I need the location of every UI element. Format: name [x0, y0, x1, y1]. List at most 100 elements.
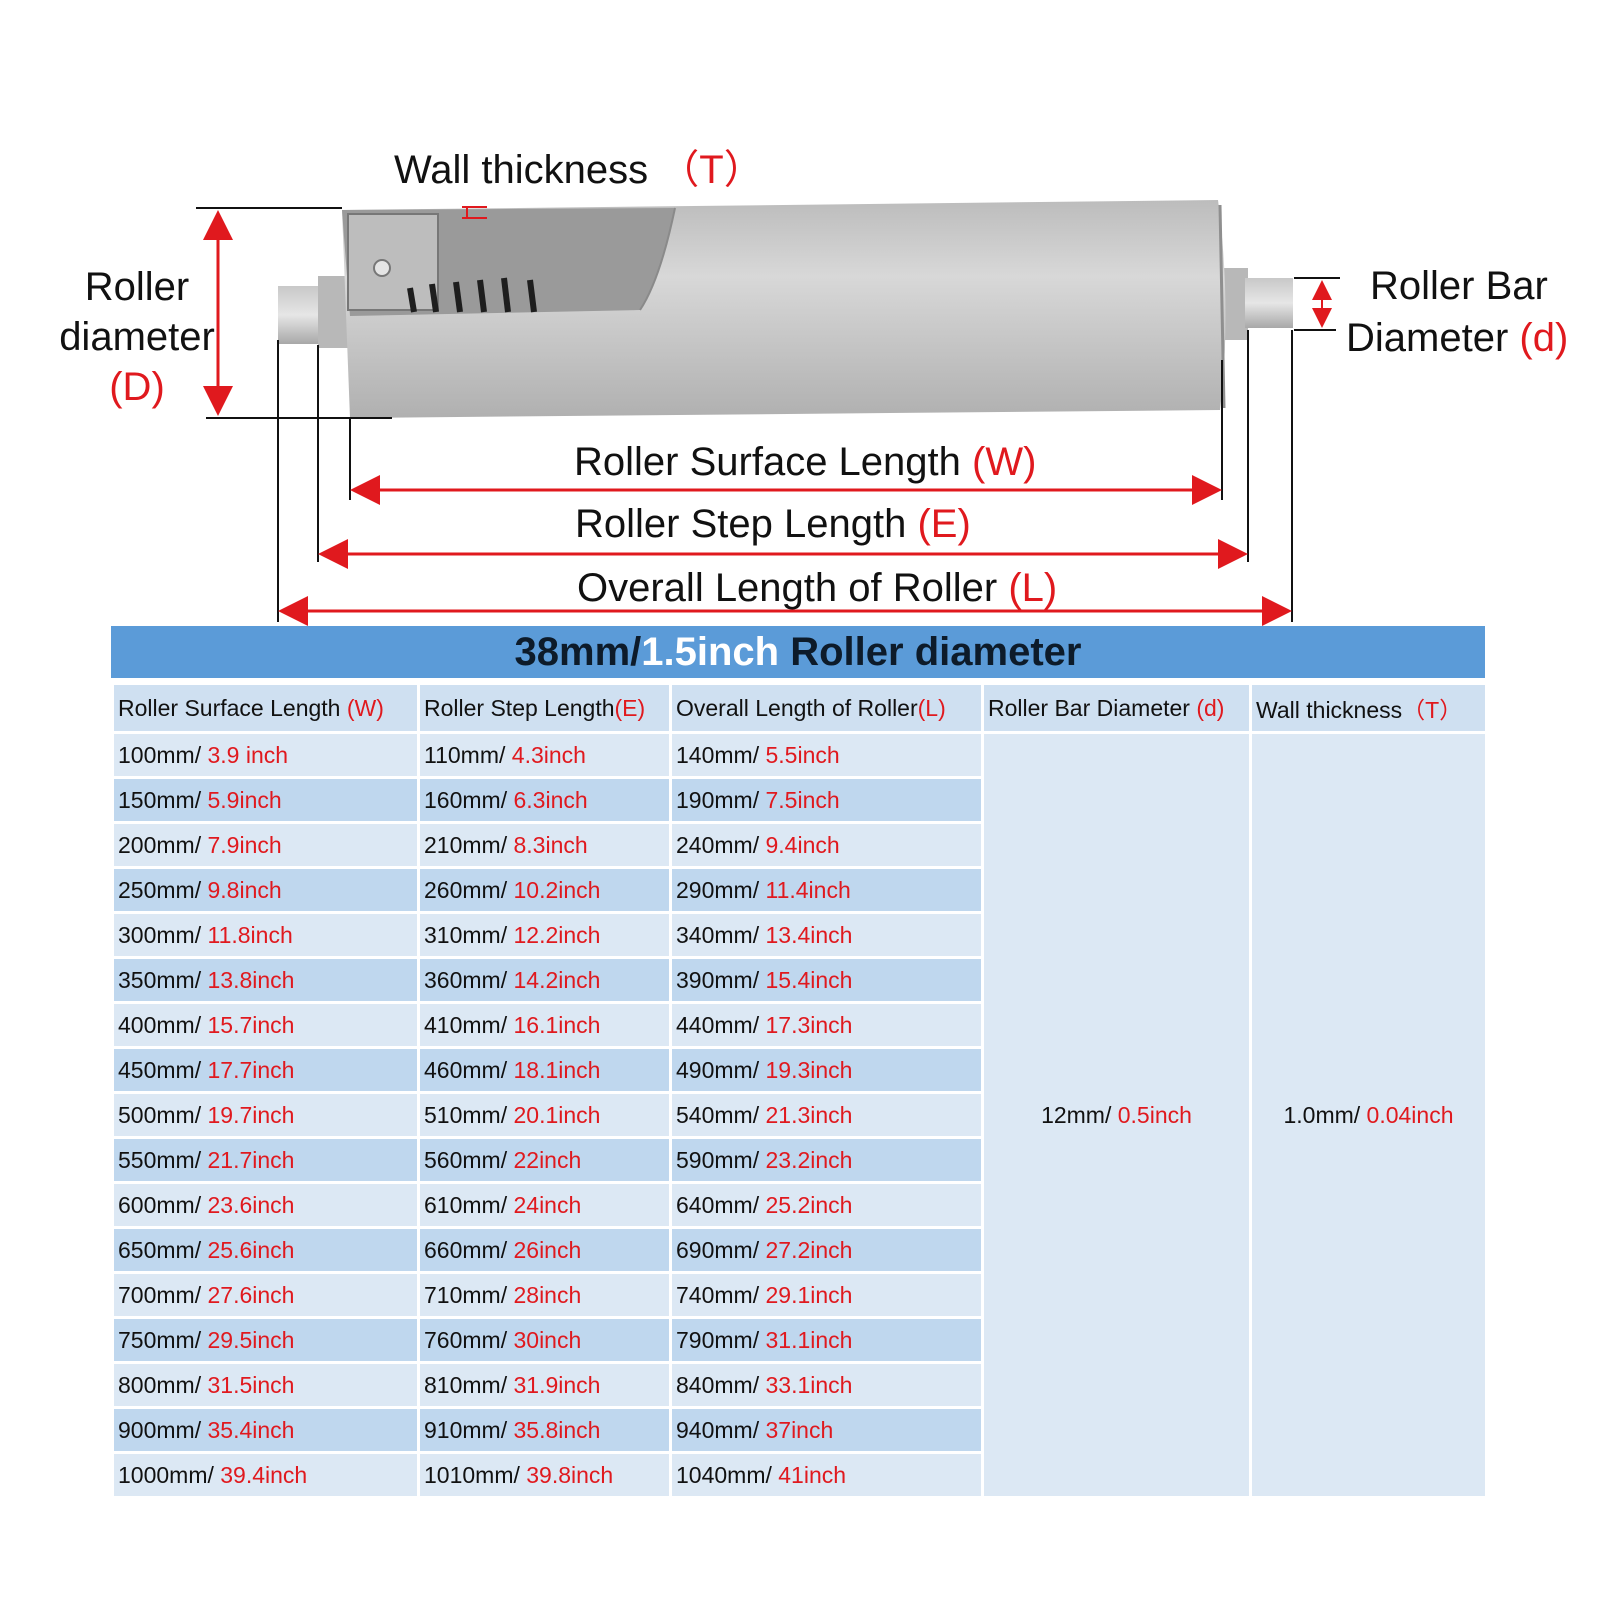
surface-length-cell: 700mm/ 27.6inch [111, 1271, 420, 1319]
surface-length-cell: 750mm/ 29.5inch [111, 1316, 420, 1364]
header-overall-length: Overall Length of Roller(L) [669, 682, 984, 734]
bar-diameter-cell: 12mm/ 0.5inch [981, 731, 1252, 1499]
surface-length-cell: 250mm/ 9.8inch [111, 866, 420, 914]
wall-thickness-cell: 1.0mm/ 0.04inch [1249, 731, 1488, 1499]
step-length-cell: 510mm/ 20.1inch [417, 1091, 672, 1139]
step-length-symbol: (E) [917, 502, 971, 546]
left-shaft [278, 276, 348, 348]
surface-length-cell: 400mm/ 15.7inch [111, 1001, 420, 1049]
roller-diameter-label: Roller diameter (D) [58, 262, 216, 412]
surface-length-cell: 900mm/ 35.4inch [111, 1406, 420, 1454]
wall-thickness-marker [462, 206, 487, 219]
surface-length-cell: 450mm/ 17.7inch [111, 1046, 420, 1094]
surface-length-cell: 300mm/ 11.8inch [111, 911, 420, 959]
header-bar-diameter: Roller Bar Diameter (d) [981, 682, 1252, 734]
bar-diameter-symbol: (d) [1519, 316, 1569, 360]
overall-length-cell: 540mm/ 21.3inch [669, 1091, 984, 1139]
step-length-cell: 110mm/ 4.3inch [417, 731, 672, 779]
overall-length-cell: 590mm/ 23.2inch [669, 1136, 984, 1184]
step-length-cell: 660mm/ 26inch [417, 1226, 672, 1274]
step-length-label: Roller Step Length (E) [575, 504, 971, 544]
surface-length-label: Roller Surface Length (W) [574, 442, 1036, 482]
overall-length-cell: 290mm/ 11.4inch [669, 866, 984, 914]
spec-table-section: 38mm/1.5inch Roller diameter Roller Surf… [111, 626, 1488, 1499]
step-length-cell: 560mm/ 22inch [417, 1136, 672, 1184]
bearing-spring [407, 277, 537, 313]
overall-length-cell: 1040mm/ 41inch [669, 1451, 984, 1499]
extension-lines [277, 330, 1293, 622]
title-rest: Roller diameter [779, 630, 1082, 674]
surface-length-cell: 350mm/ 13.8inch [111, 956, 420, 1004]
surface-length-cell: 650mm/ 25.6inch [111, 1226, 420, 1274]
step-length-cell: 710mm/ 28inch [417, 1271, 672, 1319]
step-length-cell: 810mm/ 31.9inch [417, 1361, 672, 1409]
overall-length-cell: 390mm/ 15.4inch [669, 956, 984, 1004]
overall-length-cell: 640mm/ 25.2inch [669, 1181, 984, 1229]
overall-length-cell: 940mm/ 37inch [669, 1406, 984, 1454]
surface-length-cell: 600mm/ 23.6inch [111, 1181, 420, 1229]
bar-diameter-line2: Diameter [1346, 316, 1509, 360]
bar-diameter-label: Roller Bar Diameter (d) [1346, 260, 1568, 364]
step-length-cell: 760mm/ 30inch [417, 1316, 672, 1364]
step-length-cell: 460mm/ 18.1inch [417, 1046, 672, 1094]
wall-thickness-symbol: （T） [659, 148, 764, 192]
step-length-cell: 260mm/ 10.2inch [417, 866, 672, 914]
overall-length-cell: 140mm/ 5.5inch [669, 731, 984, 779]
overall-length-cell: 340mm/ 13.4inch [669, 911, 984, 959]
overall-length-cell: 490mm/ 19.3inch [669, 1046, 984, 1094]
roller-diameter-line2: diameter [59, 315, 215, 359]
surface-length-cell: 550mm/ 21.7inch [111, 1136, 420, 1184]
header-step-length: Roller Step Length(E) [417, 682, 672, 734]
overall-length-cell: 740mm/ 29.1inch [669, 1271, 984, 1319]
step-length-cell: 910mm/ 35.8inch [417, 1406, 672, 1454]
surface-length-text: Roller Surface Length [574, 440, 961, 484]
overall-length-symbol: (L) [1008, 566, 1058, 610]
step-length-cell: 1010mm/ 39.8inch [417, 1451, 672, 1499]
overall-length-cell: 790mm/ 31.1inch [669, 1316, 984, 1364]
step-length-text: Roller Step Length [575, 502, 907, 546]
header-wall-thickness: Wall thickness（T） [1249, 682, 1488, 734]
roller-diameter-dimension [196, 207, 392, 419]
header-row: Roller Surface Length (W) Roller Step Le… [111, 682, 1488, 734]
step-length-cell: 360mm/ 14.2inch [417, 956, 672, 1004]
wall-thickness-label: Wall thickness （T） [394, 150, 764, 190]
step-length-cell: 310mm/ 12.2inch [417, 911, 672, 959]
overall-length-cell: 240mm/ 9.4inch [669, 821, 984, 869]
overall-length-cell: 840mm/ 33.1inch [669, 1361, 984, 1409]
surface-length-cell: 150mm/ 5.9inch [111, 776, 420, 824]
step-length-cell: 160mm/ 6.3inch [417, 776, 672, 824]
bar-diameter-line1: Roller Bar [1370, 264, 1548, 308]
surface-length-cell: 200mm/ 7.9inch [111, 821, 420, 869]
surface-length-cell: 500mm/ 19.7inch [111, 1091, 420, 1139]
roller-diameter-line1: Roller [84, 265, 190, 309]
overall-length-label: Overall Length of Roller (L) [577, 568, 1057, 608]
step-length-cell: 210mm/ 8.3inch [417, 821, 672, 869]
wall-thickness-text: Wall thickness [394, 148, 649, 192]
roller-diagram [196, 200, 1340, 626]
right-shaft [1222, 268, 1293, 340]
surface-length-cell: 100mm/ 3.9 inch [111, 731, 420, 779]
surface-length-cell: 800mm/ 31.5inch [111, 1361, 420, 1409]
overall-length-cell: 690mm/ 27.2inch [669, 1226, 984, 1274]
table-title: 38mm/1.5inch Roller diameter [111, 626, 1485, 678]
bar-diameter-dimension [1294, 277, 1340, 331]
roller-diameter-symbol: (D) [109, 365, 165, 409]
surface-length-cell: 1000mm/ 39.4inch [111, 1451, 420, 1499]
overall-length-text: Overall Length of Roller [577, 566, 998, 610]
overall-length-cell: 440mm/ 17.3inch [669, 1001, 984, 1049]
